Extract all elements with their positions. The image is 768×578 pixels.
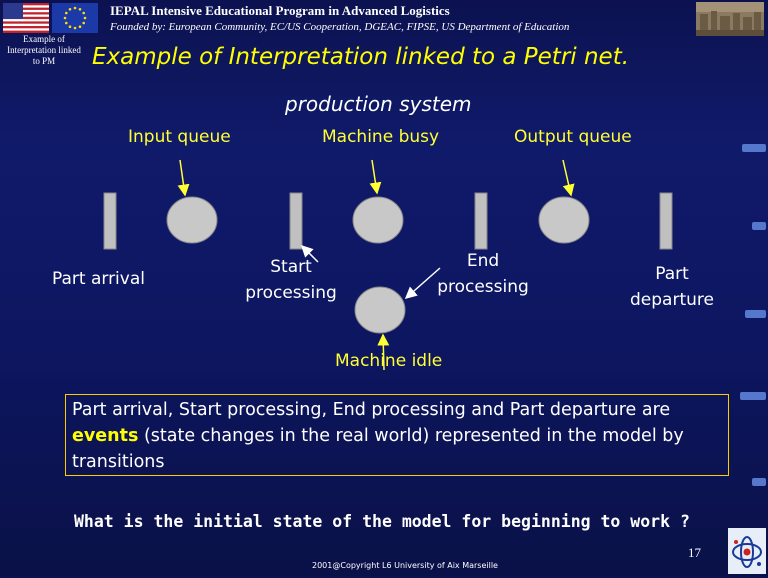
transition-part-departure (659, 192, 673, 250)
place-output-queue (538, 196, 590, 244)
arrow-output-queue (562, 159, 575, 197)
explanation-text-1: Part arrival, Start processing, End proc… (72, 400, 671, 420)
events-keyword: events (72, 426, 139, 446)
label-output-queue: Output queue (514, 127, 632, 147)
label-end-processing: End processing (437, 251, 529, 297)
label-input-queue: Input queue (128, 127, 231, 147)
decor-dash (745, 310, 766, 318)
label-machine-idle: Machine idle (335, 351, 443, 371)
us-flag-icon (3, 3, 49, 33)
program-sponsors: Founded by: European Community, EC/US Co… (110, 21, 570, 33)
place-machine-busy (352, 196, 404, 244)
place-input-queue (166, 196, 218, 244)
label-part-arrival: Part arrival (52, 269, 145, 289)
arrow-machine-busy (369, 159, 382, 195)
decor-dash (752, 222, 766, 230)
arrow-end-processing (404, 267, 441, 299)
slide-title: Example of Interpretation linked to a Pe… (92, 44, 630, 70)
decor-dash (742, 144, 766, 152)
explanation-box: Part arrival, Start processing, End proc… (65, 394, 729, 476)
arrow-machine-idle (377, 333, 390, 371)
place-machine-idle (354, 286, 406, 334)
diagram-caption: production system (285, 92, 472, 116)
program-title: IEPAL Intensive Educational Program in A… (110, 3, 450, 18)
page-number: 17 (688, 545, 701, 560)
explanation-text-2: (state changes in the real world) repres… (72, 426, 684, 472)
transition-end-processing (474, 192, 488, 250)
city-photo-icon (696, 2, 764, 36)
transition-part-arrival (103, 192, 117, 250)
label-machine-busy: Machine busy (322, 127, 440, 147)
label-start-processing: Start processing (245, 257, 337, 303)
arrow-input-queue (177, 159, 190, 197)
eu-flag-icon (52, 3, 98, 33)
arrow-start-processing (300, 244, 319, 263)
section-label: Example of Interpretation linked to PM (7, 34, 81, 66)
label-part-departure: Part departure (630, 264, 714, 310)
transition-start-processing (289, 192, 303, 250)
decor-dash (752, 478, 766, 486)
decor-dash (740, 392, 766, 400)
university-logo-icon (728, 528, 766, 574)
copyright-text: 2001@Copyright L6 University of Aix Mars… (312, 561, 498, 570)
question-text: What is the initial state of the model f… (74, 512, 690, 531)
